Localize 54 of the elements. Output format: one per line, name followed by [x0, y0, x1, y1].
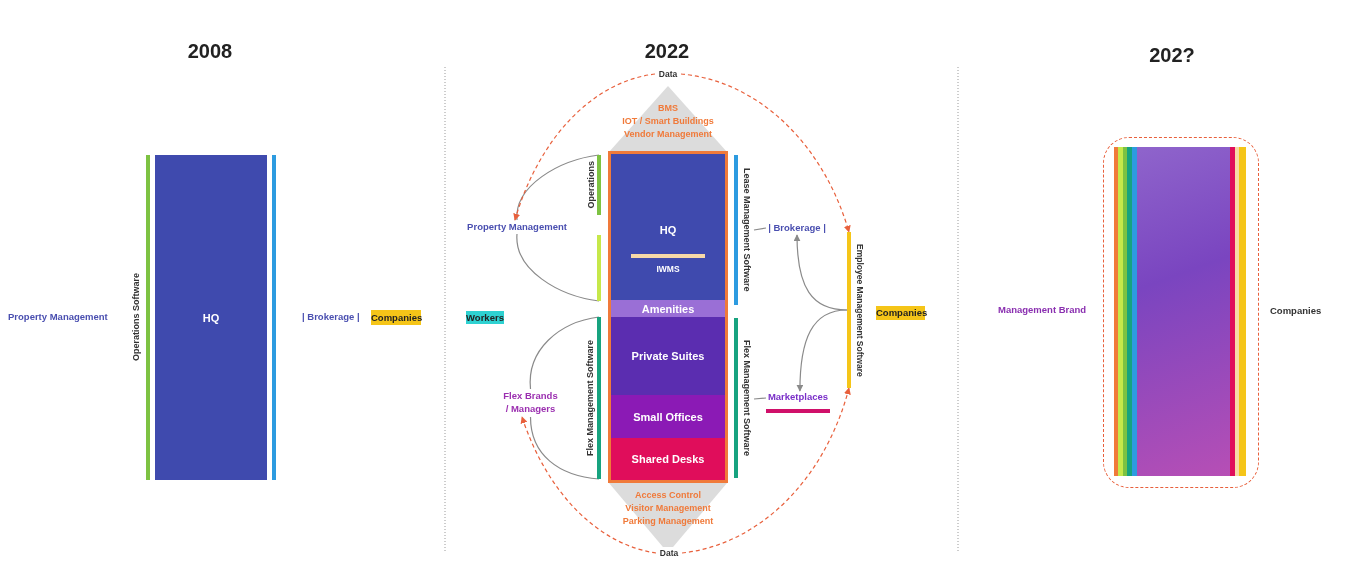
dashed-arrow — [521, 416, 657, 554]
feature-label: Vendor Management — [623, 128, 713, 141]
feature-label: Parking Management — [621, 515, 715, 528]
building-column — [608, 151, 728, 483]
color-bar — [597, 235, 601, 301]
feature-label: Access Control — [634, 489, 702, 502]
connector-line — [529, 416, 600, 480]
text-label: Management Brand — [998, 304, 1087, 315]
bar-label: Operations — [585, 161, 596, 209]
zone-block — [611, 154, 725, 300]
bar-label: Flex Management Software — [584, 340, 595, 456]
zone-block — [155, 155, 267, 480]
bar-label: Flex Management Software — [741, 340, 752, 456]
zone-label: Shared Desks — [631, 453, 705, 465]
zone-label: HQ — [202, 311, 220, 324]
color-bar — [272, 155, 276, 480]
feature-label: BMS — [657, 102, 679, 115]
zone-label: IWMS — [655, 264, 681, 274]
zone-label: Private Suites — [631, 350, 705, 362]
text-label: Property Management — [465, 220, 569, 234]
zone-block — [611, 317, 725, 395]
dashed-arrow — [680, 73, 851, 233]
zone-label: Amenities — [641, 302, 695, 315]
gradient-column — [1114, 147, 1246, 476]
feature-label: IOT / Smart Buildings — [621, 115, 715, 128]
bar-label: Lease Management Software — [741, 168, 752, 292]
highlighted-label: Workers — [466, 311, 504, 324]
year-heading: 2008 — [186, 40, 234, 63]
text-label: Flex Brands / Managers — [502, 389, 559, 417]
arrow — [796, 309, 848, 392]
dashed-arrow — [513, 73, 656, 221]
text-label: Companies — [1270, 305, 1322, 316]
feature-label: Visitor Management — [624, 502, 712, 515]
zone-block — [611, 300, 725, 317]
year-heading: 202? — [1148, 44, 1196, 67]
zone-label: Small Offices — [633, 410, 703, 423]
bar-label: Operations Software — [130, 273, 141, 362]
bar-label: Employee Management Software — [854, 243, 865, 377]
arrow — [793, 234, 848, 311]
text-label: | Brokerage | — [302, 311, 360, 322]
text-label: | Brokerage | — [766, 221, 828, 235]
connector-line — [753, 227, 767, 231]
zone-block — [611, 438, 725, 480]
dashed-outline — [1103, 137, 1259, 488]
connector-line — [516, 233, 600, 302]
dashed-arrow — [681, 387, 851, 554]
connector-line — [753, 397, 767, 400]
connector-line — [529, 316, 600, 390]
connector-line — [516, 154, 600, 221]
text-label: Property Management — [8, 311, 108, 322]
text-label: Marketplaces — [766, 391, 830, 402]
zone-label: HQ — [658, 224, 678, 236]
zone-block — [611, 395, 725, 438]
year-heading: 2022 — [643, 40, 691, 63]
